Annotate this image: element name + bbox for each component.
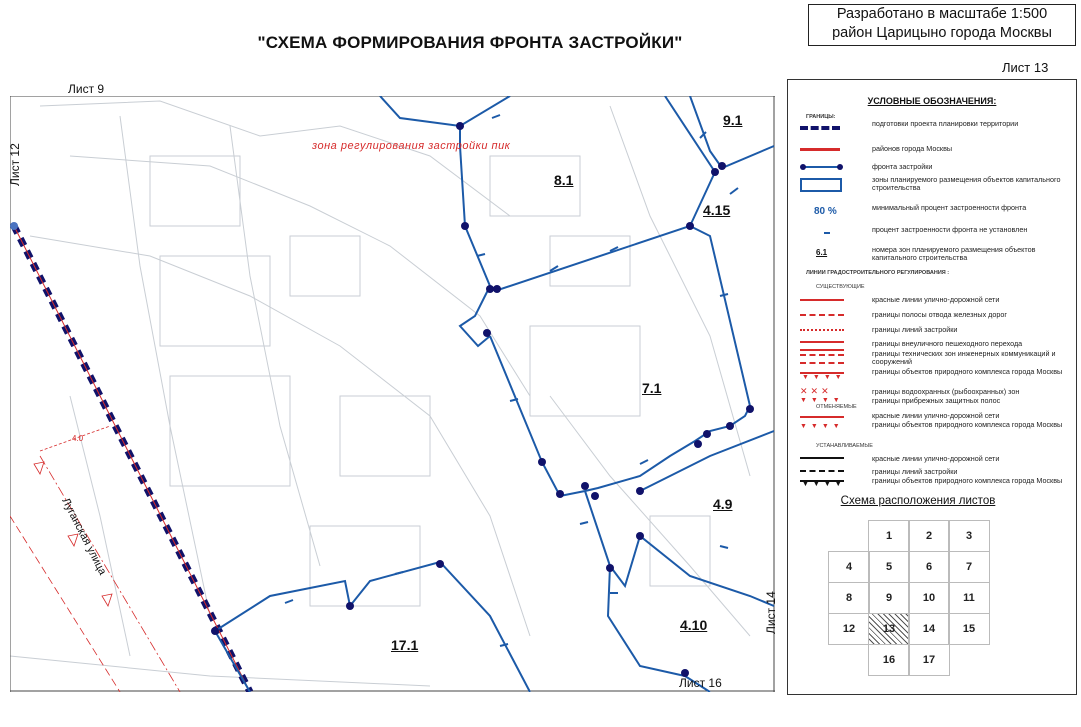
nature-symbol [800, 372, 844, 374]
scale-stamp: Разработано в масштабе 1:500 район Цариц… [808, 4, 1076, 46]
crossing-symbol [800, 341, 844, 351]
legend-item-zone-number: 6.1 номера зон планируемого размещения о… [816, 245, 1036, 263]
sheet-link-left[interactable]: Лист 12 [8, 143, 22, 186]
legend-head-cancelled: ОТМЕНЯЕМЫЕ [816, 404, 857, 410]
zone-label-4-10: 4.10 [680, 617, 708, 633]
sheet-link-top[interactable]: Лист 9 [68, 82, 105, 96]
scheme-sheet-6[interactable]: 6 [908, 551, 950, 583]
scheme-sheet-7[interactable]: 7 [948, 551, 990, 583]
scheme-sheet-4[interactable]: 4 [828, 551, 870, 583]
legend-new-building: границы линий застройки [788, 465, 1076, 479]
map-title: "СХЕМА ФОРМИРОВАНИЯ ФРОНТА ЗАСТРОЙКИ" [257, 33, 683, 52]
new-nature-icon: ▼▼▼▼ [802, 481, 846, 488]
sheet-link-bottom[interactable]: Лист 16 [679, 676, 722, 690]
map-drawing: 4.0 [10, 96, 775, 692]
legend-item-zone: зоны планируемого размещения объектов ка… [788, 175, 1076, 192]
border-node [10, 222, 18, 230]
scheme-title: Схема расположения листов [840, 495, 996, 507]
scheme-sheet-1[interactable]: 1 [868, 520, 910, 552]
triangle-icon: ▼▼▼▼ [802, 374, 846, 381]
zone-label-4-9: 4.9 [713, 496, 733, 512]
scheme-sheet-5[interactable]: 5 [868, 551, 910, 583]
legend-title: УСЛОВНЫЕ ОБОЗНАЧЕНИЯ: [867, 96, 997, 106]
zone-label-4-15: 4.15 [703, 202, 731, 218]
legend-item-project-border: подготовки проекта планировки территории [788, 119, 1076, 134]
district-text: район Царицыно города Москвы [832, 25, 1052, 41]
legend-existing-crossing: границы внеуличного пешеходного перехода [788, 337, 1076, 351]
legend-existing-building: границы линий застройки [788, 323, 1076, 337]
legend-cancelled-red: красные линии улично-дорожной сети [788, 411, 1076, 426]
new-building-symbol [800, 470, 844, 472]
zone-label-7-1: 7.1 [642, 380, 662, 396]
red-lines [10, 425, 181, 692]
dimension-label: 4.0 [72, 434, 84, 443]
zone-label-17-1: 17.1 [391, 637, 419, 653]
zone-boundaries [214, 96, 775, 692]
legend-item-min-percent: 80 % минимальный процент застроенности ф… [788, 203, 1076, 218]
front-symbol [800, 164, 843, 170]
legend-section-red: ЛИНИИ ГРАДОСТРОИТЕЛЬНОГО РЕГУЛИРОВАНИЯ : [806, 270, 950, 276]
zone-symbol [800, 178, 842, 192]
sheet-number: Лист 13 [1002, 60, 1049, 75]
water-zone-icon: ✕✕✕ [800, 386, 832, 396]
legend-item-district-border: районов города Москвы [788, 142, 1076, 156]
legend-head-existing: СУЩЕСТВУЮЩИЕ [816, 284, 865, 290]
zone-regulation-note: зона регулирования застройки пик [312, 140, 511, 152]
building-line-symbol [800, 329, 844, 331]
new-nature-symbol [800, 480, 844, 482]
scheme-sheet-14[interactable]: 14 [908, 613, 950, 645]
scheme-sheet-8[interactable]: 8 [828, 582, 870, 614]
base-topography [10, 100, 751, 687]
legend-new-nature: ▼▼▼▼ границы объектов природного комплек… [788, 476, 1076, 491]
legend-item-front: фронта застройки [788, 160, 1076, 174]
cancelled-nature-icon: ▼▼▼▼ [800, 423, 844, 430]
cancelled-red-symbol [800, 416, 844, 418]
scheme-sheet-9[interactable]: 9 [868, 582, 910, 614]
project-border-symbol [800, 126, 840, 134]
percent-sample: 80 % [814, 206, 837, 217]
scheme-sheet-13-current[interactable]: 13 [868, 613, 910, 645]
legend-existing-red: красные линии улично-дорожной сети [788, 293, 1076, 307]
front-ticks [284, 114, 739, 647]
red-line-symbol [800, 299, 844, 301]
legend-section-borders: ГРАНИЦЫ: [806, 114, 836, 120]
legend-existing-nature: ▼▼▼▼ границы объектов природного комплек… [788, 367, 1076, 382]
rail-symbol [800, 314, 844, 316]
scheme-sheet-16[interactable]: 16 [868, 644, 910, 676]
percent-unset-symbol [824, 232, 830, 234]
scheme-sheet-17[interactable]: 17 [908, 644, 950, 676]
legend-existing-water: ✕✕✕ границы водоохранных (рыбоохранных) … [788, 386, 1076, 400]
tech-zone-symbol [800, 354, 844, 364]
scheme-sheet-10[interactable]: 10 [908, 582, 950, 614]
new-red-symbol [800, 457, 844, 459]
legend-panel: УСЛОВНЫЕ ОБОЗНАЧЕНИЯ: ГРАНИЦЫ: подготовк… [787, 79, 1077, 695]
zone-label-8-1: 8.1 [554, 172, 574, 188]
scheme-sheet-3[interactable]: 3 [948, 520, 990, 552]
scheme-sheet-2[interactable]: 2 [908, 520, 950, 552]
legend-existing-coast: ▼▼▼▼ границы прибрежных защитных полос [788, 395, 1076, 409]
front-nodes [211, 122, 754, 677]
legend-cancelled-nature: ▼▼▼▼ границы объектов природного комплек… [788, 420, 1076, 435]
sheet-scheme: 1 2 3 4 5 6 7 8 9 10 11 12 13 14 15 16 1… [828, 520, 1028, 680]
scheme-sheet-15[interactable]: 15 [948, 613, 990, 645]
sheet-link-right[interactable]: Лист 14 [764, 591, 778, 634]
district-border-symbol [800, 148, 840, 151]
scale-text: Разработано в масштабе 1:500 [836, 6, 1048, 22]
legend-existing-rail: границы полосы отвода железных дорог [788, 308, 1076, 322]
legend-item-percent-unset: процент застроенности фронта не установл… [788, 225, 1076, 240]
scheme-sheet-11[interactable]: 11 [948, 582, 990, 614]
legend-head-new: УСТАНАВЛИВАЕМЫЕ [816, 443, 873, 449]
coast-strip-icon: ▼▼▼▼ [800, 397, 844, 404]
zone-number-sample: 6.1 [816, 248, 828, 257]
zone-label-9-1: 9.1 [723, 112, 743, 128]
legend-new-red: красные линии улично-дорожной сети [788, 452, 1076, 466]
scheme-sheet-12[interactable]: 12 [828, 613, 870, 645]
legend-existing-tech: границы технических зон инженерных комму… [788, 349, 1076, 366]
map-canvas: 4.0 [10, 96, 775, 692]
district-red-axis [13, 225, 251, 692]
